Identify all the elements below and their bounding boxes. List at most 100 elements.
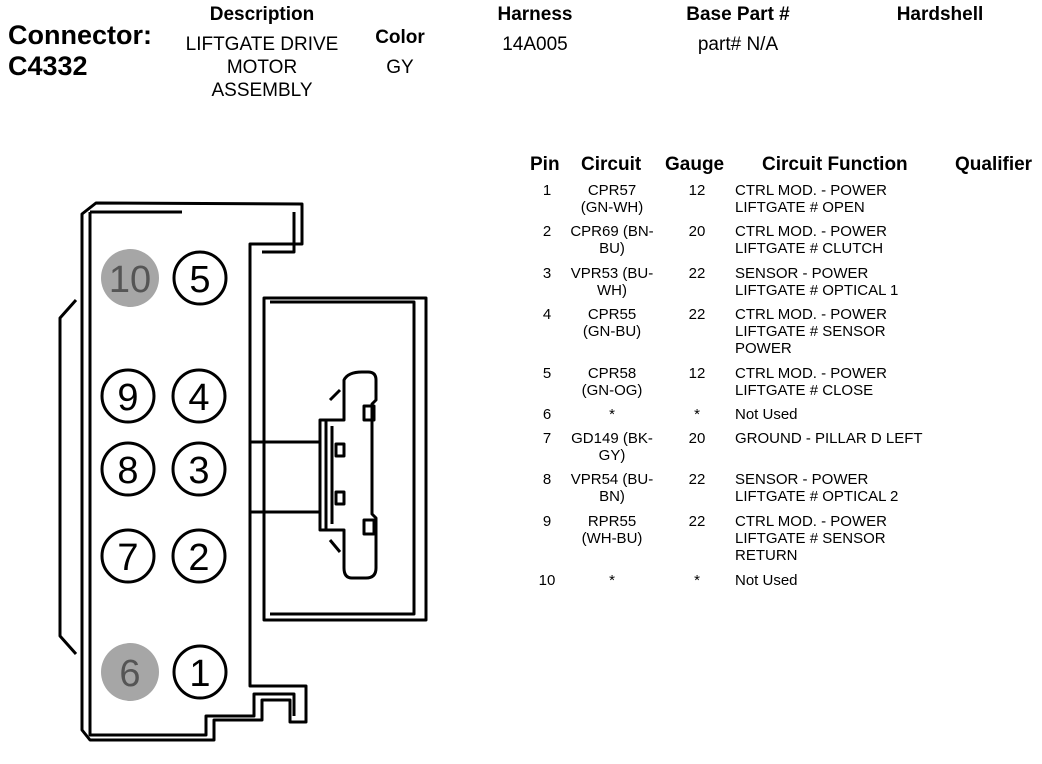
description-value: LIFTGATE DRIVE MOTOR ASSEMBLY <box>162 33 362 102</box>
circuit-cell-line: * <box>609 572 615 589</box>
pin-cavity-unused <box>101 249 159 307</box>
function-cell-line: Not Used <box>735 572 798 589</box>
function-cell-line: LIFTGATE # CLOSE <box>735 382 874 399</box>
pin-cell: 6 <box>542 406 552 423</box>
gauge-cell: 12 <box>688 365 706 382</box>
pin-cavity <box>100 368 156 424</box>
circuit-cell: * <box>564 572 660 589</box>
pin-number-label: 3 <box>188 450 209 492</box>
pin-cavity <box>171 368 227 424</box>
circuit-cell: VPR54 (BU-BN) <box>564 471 660 505</box>
pin-cavity <box>100 441 156 497</box>
description-line: ASSEMBLY <box>211 80 313 101</box>
circuit-cell-line: VPR53 (BU- <box>570 265 654 282</box>
pin-cell: 7 <box>542 430 552 447</box>
pin-cavity <box>172 250 228 306</box>
function-cell-line: CTRL MOD. - POWER <box>735 306 887 323</box>
description-header: Description <box>209 4 315 25</box>
circuit-cell-line: WH) <box>597 282 627 299</box>
function-cell-line: GROUND - PILLAR D LEFT <box>735 430 923 447</box>
base-part-header: Base Part # <box>686 4 790 25</box>
color-value: GY <box>386 57 414 78</box>
function-cell-line: LIFTGATE # OPTICAL 1 <box>735 282 899 299</box>
function-cell-line: CTRL MOD. - POWER <box>735 182 887 199</box>
col-gauge-header: Gauge <box>665 154 725 175</box>
pin-cell: 9 <box>542 513 552 530</box>
pin-cavity <box>171 528 227 584</box>
pin-number-label: 2 <box>188 537 209 579</box>
gauge-cell: 22 <box>688 513 706 530</box>
pin-number-label: 10 <box>109 259 151 301</box>
pin-number-label: 6 <box>119 653 140 695</box>
pin-cavity-unused <box>101 643 159 701</box>
circuit-cell: RPR55(WH-BU) <box>564 513 660 547</box>
pin-cell: 4 <box>542 306 552 323</box>
circuit-cell-line: CPR57 <box>587 182 637 199</box>
pin-cell: 3 <box>542 265 552 282</box>
function-cell-line: Not Used <box>735 406 798 423</box>
circuit-cell-line: GY) <box>598 447 626 464</box>
circuit-cell: GD149 (BK-GY) <box>564 430 660 464</box>
circuit-cell-line: CPR69 (BN- <box>570 223 654 240</box>
circuit-cell-line: VPR54 (BU- <box>570 471 654 488</box>
pin-number-label: 8 <box>117 450 138 492</box>
col-circuit-header: Circuit <box>581 154 642 175</box>
pin-cavity <box>100 528 156 584</box>
function-cell-line: CTRL MOD. - POWER <box>735 223 887 240</box>
circuit-cell-line: * <box>609 406 615 423</box>
circuit-cell: VPR53 (BU-WH) <box>564 265 660 299</box>
function-cell-line: LIFTGATE # CLUTCH <box>735 240 884 257</box>
col-qualifier-header: Qualifier <box>955 154 1033 175</box>
pin-cavity <box>172 644 228 700</box>
connector-housing <box>58 201 428 742</box>
circuit-cell-line: RPR55 <box>587 513 637 530</box>
pin-number-label: 1 <box>189 653 210 695</box>
pin-number-label: 7 <box>117 537 138 579</box>
hardshell-header: Hardshell <box>896 4 984 25</box>
function-cell-line: SENSOR - POWER <box>735 265 869 282</box>
circuit-cell-line: BN) <box>599 488 625 505</box>
function-cell-line: LIFTGATE # SENSOR <box>735 530 886 547</box>
gauge-cell: 20 <box>688 223 706 240</box>
description-line: LIFTGATE DRIVE <box>185 34 339 55</box>
function-cell-line: RETURN <box>735 547 798 564</box>
circuit-cell: CPR57(GN-WH) <box>564 182 660 216</box>
circuit-cell-line: (GN-BU) <box>582 323 642 340</box>
pin-number-label: 9 <box>117 377 138 419</box>
function-cell-line: LIFTGATE # OPTICAL 2 <box>735 488 899 505</box>
harness-header: Harness <box>497 4 573 25</box>
pin-cell: 10 <box>538 572 556 589</box>
pin-cell: 1 <box>542 182 552 199</box>
circuit-cell-line: (GN-WH) <box>580 199 644 216</box>
function-cell-line: POWER <box>735 340 792 357</box>
function-cell: Not Used <box>735 572 935 589</box>
harness-value: 14A005 <box>502 34 568 55</box>
base-part-value: part# N/A <box>697 34 779 55</box>
connector-label: Connector: <box>8 20 152 50</box>
pin-cell: 5 <box>542 365 552 382</box>
circuit-cell: CPR55(GN-BU) <box>564 306 660 340</box>
function-cell-line: LIFTGATE # SENSOR <box>735 323 886 340</box>
gauge-cell: 12 <box>688 182 706 199</box>
gauge-cell: 22 <box>688 306 706 323</box>
col-pin-header: Pin <box>530 154 560 175</box>
circuit-cell-line: (WH-BU) <box>581 530 643 547</box>
function-cell: GROUND - PILLAR D LEFT <box>735 430 935 447</box>
pin-cavity <box>171 441 227 497</box>
circuit-cell: * <box>564 406 660 423</box>
color-header: Color <box>375 27 425 48</box>
circuit-cell-line: CPR55 <box>587 306 637 323</box>
circuit-cell: CPR58(GN-OG) <box>564 365 660 399</box>
function-cell-line: CTRL MOD. - POWER <box>735 365 887 382</box>
circuit-cell-line: CPR58 <box>587 365 637 382</box>
function-cell-line: LIFTGATE # OPEN <box>735 199 865 216</box>
description-line: MOTOR <box>226 57 298 78</box>
